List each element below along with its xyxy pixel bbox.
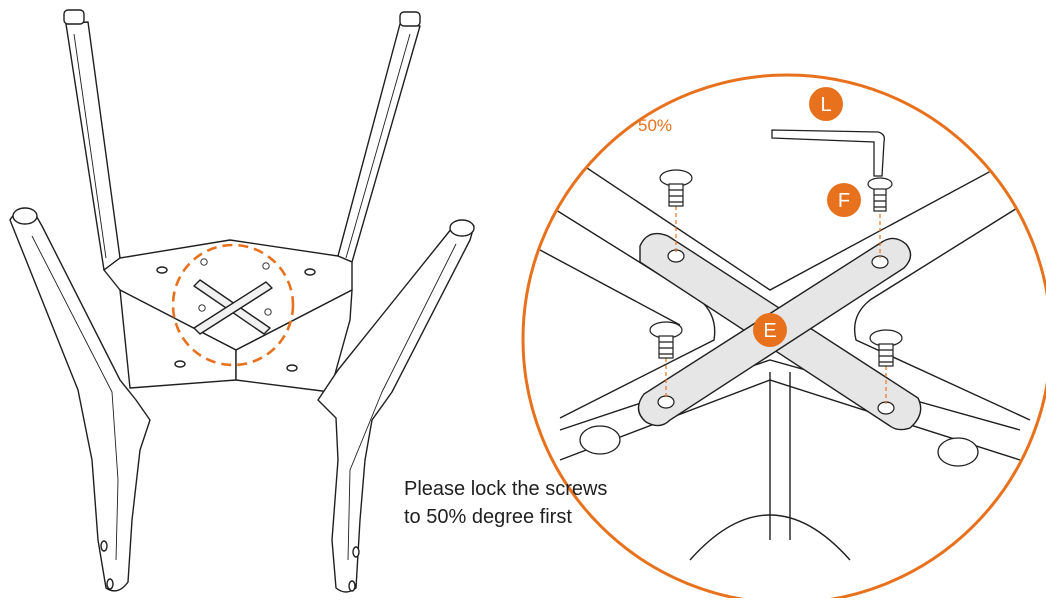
screw-bottom-left — [649, 321, 683, 359]
screw-top-left — [659, 169, 693, 207]
frame-front-right — [235, 289, 353, 393]
screw-group — [649, 169, 903, 367]
badge-screw: F — [827, 183, 861, 217]
instruction-line-2: to 50% degree first — [404, 506, 572, 528]
detail-circle-border — [521, 73, 1046, 603]
torque-percentage-label: 50% — [638, 116, 673, 135]
screw-top-right — [867, 177, 893, 212]
leg-back-left — [65, 21, 121, 271]
svg-text:L: L — [820, 94, 831, 116]
allen-key — [771, 129, 886, 177]
badge-plate: E — [753, 313, 787, 347]
screw-bottom-right — [869, 329, 903, 367]
table-base — [9, 9, 475, 593]
svg-text:E: E — [763, 320, 776, 342]
badge-allen-key: L — [809, 87, 843, 121]
svg-text:F: F — [838, 190, 850, 212]
detail-highlight-circle — [171, 243, 295, 367]
instruction-line-1: Please lock the screws — [404, 478, 608, 500]
